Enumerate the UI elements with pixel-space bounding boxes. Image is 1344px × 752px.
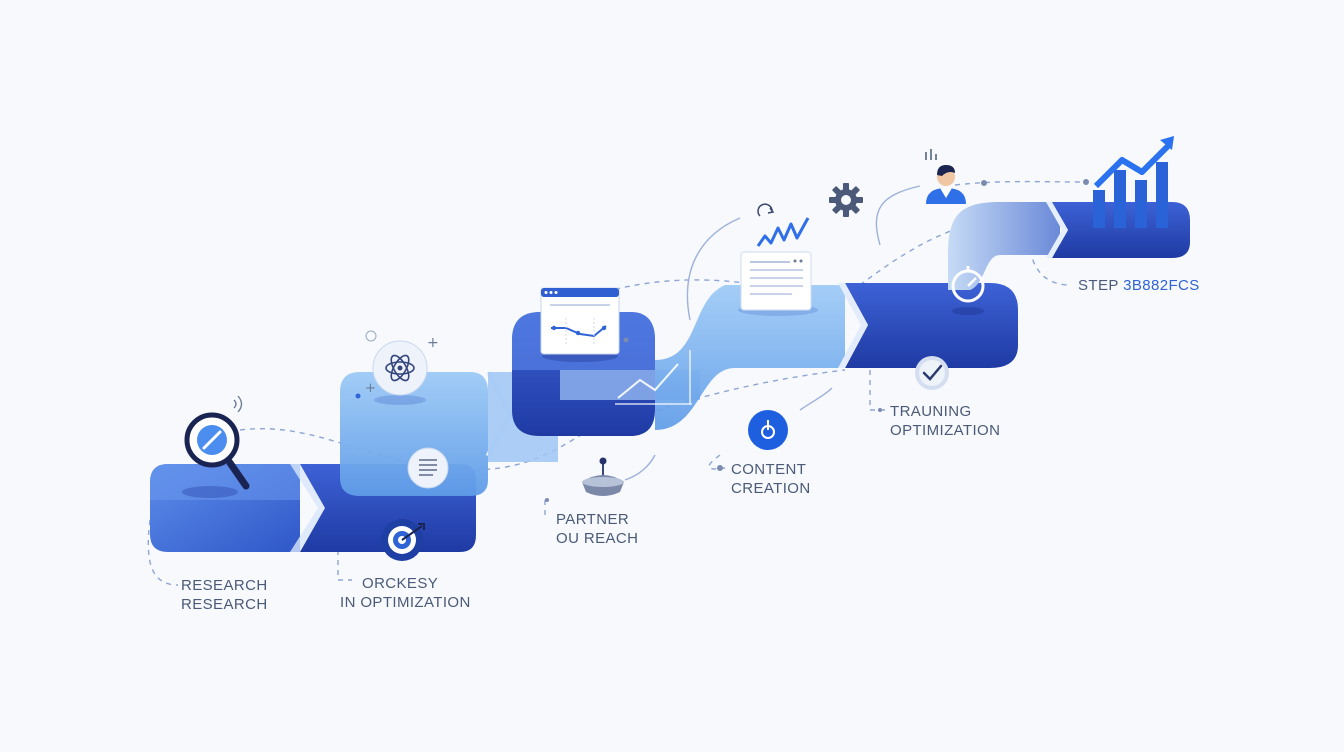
decorative-dots <box>545 179 1089 502</box>
step-label-partner: PARTNER OU REACH <box>556 510 638 548</box>
step-label-partner-line1: PARTNER <box>556 511 630 528</box>
growth-bar-chart-icon <box>1093 136 1174 228</box>
signal-icon <box>233 395 243 413</box>
target-icon <box>381 519 425 561</box>
atom-icon: + + <box>355 330 439 405</box>
step-label-training: TRAUNING OPTIMIZATION <box>890 402 1000 440</box>
step-label-research: RESEARCH RESEARCH <box>181 576 268 614</box>
step-label-research-line2: RESEARCH <box>181 596 268 613</box>
connector-orckesy <box>337 540 352 581</box>
check-badge-icon <box>915 356 949 390</box>
connector-research <box>147 519 179 586</box>
flow-ribbon <box>655 285 845 430</box>
step-label-partner-line2: OU REACH <box>556 530 639 547</box>
step-label-content: CONTENT CREATION <box>731 460 811 498</box>
analytics-window-icon <box>540 287 620 362</box>
connector-high <box>954 180 1086 186</box>
step-block-final <box>948 202 1190 290</box>
step-label-training-line1: TRAUNING <box>890 403 972 420</box>
step-label-final-code: 3B882FCS <box>1123 277 1200 294</box>
document-icon <box>738 203 818 316</box>
step-label-orckesy-line1: ORCKESY <box>362 575 439 592</box>
arc-arrow-gear <box>875 185 921 246</box>
step-label-orckesy: ORCKESY IN OPTIMIZATION <box>340 574 471 612</box>
person-icon <box>925 149 966 204</box>
step-label-final-text: STEP 3B882FCS <box>1078 277 1200 294</box>
stopwatch-icon <box>951 266 985 315</box>
step-label-final-line1: STEP 3B882FCS <box>1078 277 1200 294</box>
connector-right <box>1029 249 1071 286</box>
arc-arrow-content <box>686 217 741 321</box>
list-document-icon <box>407 447 449 489</box>
arc-arrow-partner <box>624 454 656 481</box>
pin-dome-icon <box>582 457 624 496</box>
step-label-orckesy-line2: IN OPTIMIZATION <box>340 594 471 611</box>
magnifier-icon <box>182 412 250 498</box>
svg-text:+: + <box>365 381 376 396</box>
step-label-content-line2: CREATION <box>731 480 811 497</box>
step-label-final: STEP 3B882FCS <box>1078 276 1200 295</box>
trend-chart-icon <box>615 350 692 405</box>
step-label-training-line2: OPTIMIZATION <box>890 422 1001 439</box>
step-label-content-line1: CONTENT <box>731 461 807 478</box>
step-block-training <box>838 283 1018 368</box>
gear-icon <box>829 183 863 217</box>
step-label-research-line1: RESEARCH <box>181 577 268 594</box>
arc-arrow-check <box>799 387 833 411</box>
svg-text:+: + <box>427 335 439 351</box>
connector-arrows <box>624 185 921 481</box>
power-badge-icon <box>748 410 788 450</box>
